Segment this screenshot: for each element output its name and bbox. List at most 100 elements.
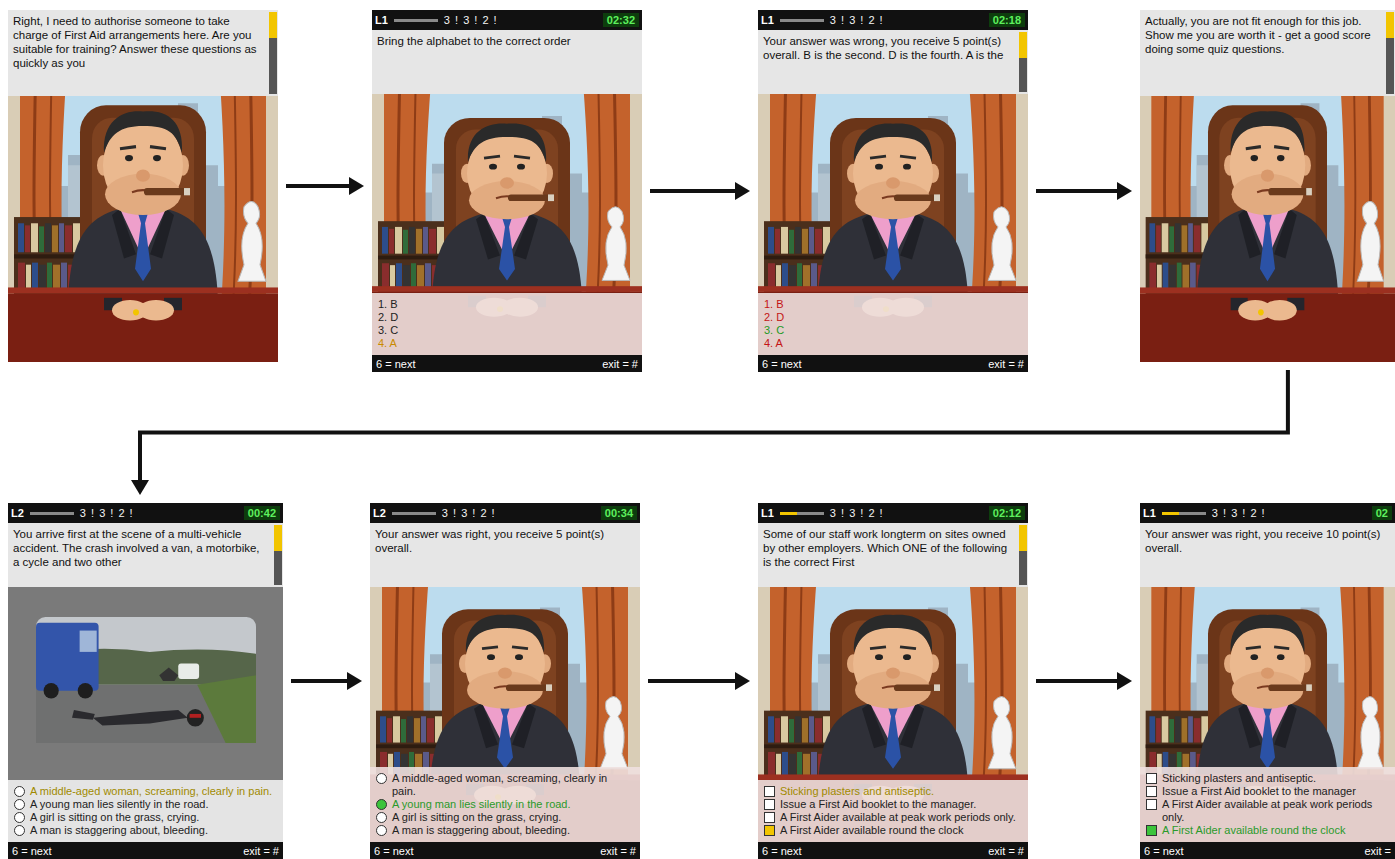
scene-rect <box>80 631 97 652</box>
office-scene <box>1140 10 1395 362</box>
answer-row: 4. A <box>764 337 1022 350</box>
soft-key-label: exit = # <box>600 845 636 857</box>
answer-row: A young man lies silently in the road. <box>376 798 634 811</box>
arrow-head <box>735 672 750 690</box>
office-scene <box>372 30 642 355</box>
scene-circle <box>44 683 59 699</box>
radio-button <box>14 825 25 836</box>
scene-path <box>197 675 256 743</box>
flow-arrow <box>1036 182 1132 200</box>
game-screen: L13 ! 3 ! 2 !02:18Your answer was wrong,… <box>758 10 1028 372</box>
flow-arrow <box>650 182 750 200</box>
level-progress <box>392 512 436 515</box>
scroll-bar <box>274 525 282 585</box>
radio-button <box>14 799 25 810</box>
answer-row: Sticking plasters and antiseptic. <box>1146 772 1389 785</box>
radio-button <box>376 812 387 823</box>
arrow-head <box>1117 672 1132 690</box>
answer-panel: 1. B2. D3. C4. A <box>372 293 642 355</box>
radio-button <box>14 812 25 823</box>
checkbox <box>764 786 775 797</box>
flow-arrow <box>648 672 750 690</box>
answer-text: A girl is sitting on the grass, crying. <box>30 811 199 824</box>
message-box: Bring the alphabet to the correct order <box>372 30 642 94</box>
game-screen: Actually, you are not fit enough for thi… <box>1140 10 1395 362</box>
timer: 00:42 <box>244 506 280 520</box>
soft-key-bar: 6 = nextexit = <box>1140 842 1395 859</box>
message-text: Right, I need to authorise someone to ta… <box>13 14 264 70</box>
answer-panel: Sticking plasters and antiseptic.Issue a… <box>1140 767 1395 842</box>
answer-row: 4. A <box>378 337 636 350</box>
lives-counter: 3 ! 3 ! 2 ! <box>80 507 134 519</box>
radio-button <box>376 773 387 784</box>
scroll-bar <box>1019 32 1027 92</box>
answer-text: A middle-aged woman, screaming, clearly … <box>30 785 272 798</box>
answer-text: 1. B <box>378 298 398 311</box>
scroll-bar <box>1386 12 1394 94</box>
message-text: Actually, you are not fit enough for thi… <box>1145 14 1381 56</box>
connector-line <box>140 370 1288 482</box>
answer-panel: A middle-aged woman, screaming, clearly … <box>8 780 283 842</box>
message-text: Your answer was right, you receive 10 po… <box>1145 527 1381 555</box>
radio-button <box>376 825 387 836</box>
answer-row: A man is staggering about, bleeding. <box>376 824 634 837</box>
message-text: Bring the alphabet to the correct order <box>377 34 628 48</box>
radio-button <box>14 786 25 797</box>
answer-text: A middle-aged woman, screaming, clearly … <box>392 772 634 798</box>
status-bar: L13 ! 3 ! 2 !02 <box>1140 503 1395 523</box>
answer-row: A First Aider available round the clock <box>1146 824 1389 837</box>
message-box: Some of our staff work longterm on sites… <box>758 523 1028 587</box>
office-scene <box>1140 523 1395 842</box>
answer-row: A First Aider available at peak work per… <box>1146 798 1389 824</box>
soft-key-label: 6 = next <box>1144 845 1183 857</box>
answer-text: 4. A <box>764 337 783 350</box>
level-label: L1 <box>1143 507 1156 519</box>
checkbox <box>764 799 775 810</box>
level-progress-fill <box>780 512 798 515</box>
scroll-thumb <box>274 525 282 551</box>
connector-line <box>286 184 351 188</box>
arrow-head <box>1117 182 1132 200</box>
level-label: L1 <box>761 14 774 26</box>
timer: 02:18 <box>989 13 1025 27</box>
flow-arrow <box>291 672 362 690</box>
soft-key-bar: 6 = nextexit = # <box>8 842 283 859</box>
scene-rect <box>8 523 283 842</box>
message-box: Your answer was wrong, you receive 5 poi… <box>758 30 1028 94</box>
message-text: Your answer was wrong, you receive 5 poi… <box>763 34 1014 62</box>
answer-row: A First Aider available round the clock <box>764 824 1022 837</box>
arrow-head <box>735 182 750 200</box>
arrow-head <box>347 672 362 690</box>
answer-panel: 1. B2. D3. C4. A <box>758 293 1028 355</box>
level-progress <box>780 512 824 515</box>
checkbox <box>764 812 775 823</box>
scene-gap <box>370 587 640 767</box>
game-screen: L2 3 ! 3 ! 2 ! 00:42You arrive first at th… <box>8 503 283 859</box>
checkbox <box>1146 799 1157 810</box>
answer-text: A young man lies silently in the road. <box>30 798 209 811</box>
scroll-bar <box>269 12 277 94</box>
answer-text: A young man lies silently in the road. <box>392 798 571 811</box>
timer: 02:32 <box>603 13 639 27</box>
soft-key-label: exit = # <box>988 358 1024 370</box>
lives-counter: 3 ! 3 ! 2 ! <box>444 14 498 26</box>
timer: 00:34 <box>601 506 637 520</box>
radio-button <box>376 799 387 810</box>
answer-text: 1. B <box>764 298 784 311</box>
soft-key-label: 6 = next <box>762 358 801 370</box>
level-progress <box>30 512 74 515</box>
lives-counter: 3 ! 3 ! 2 ! <box>830 507 884 519</box>
office-scenes <box>8 10 1395 842</box>
soft-key-bar: 6 = nextexit = # <box>372 355 642 372</box>
scroll-thumb <box>269 12 277 38</box>
message-box: You arrive first at the scene of a multi… <box>8 523 283 587</box>
connector-line <box>648 679 737 683</box>
scene-gap <box>758 587 1028 780</box>
level-label: L2 <box>11 507 24 519</box>
answer-row: A middle-aged woman, screaming, clearly … <box>14 785 277 798</box>
answer-text: Sticking plasters and antiseptic. <box>1162 772 1316 785</box>
message-text: You arrive first at the scene of a multi… <box>13 527 269 569</box>
answer-row: A girl is sitting on the grass, crying. <box>14 811 277 824</box>
